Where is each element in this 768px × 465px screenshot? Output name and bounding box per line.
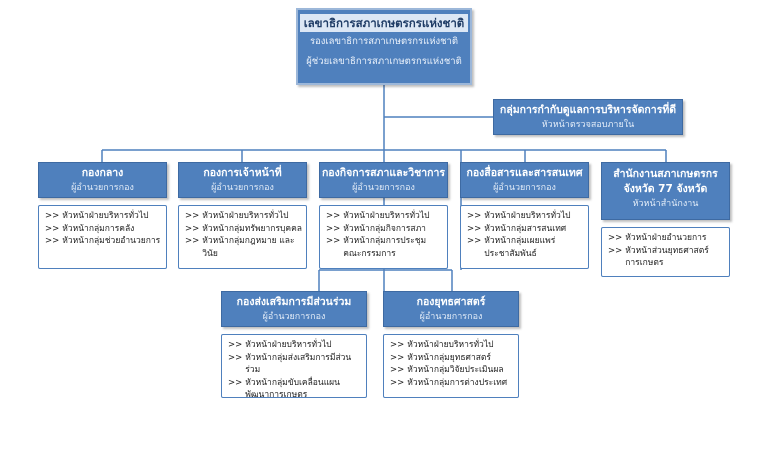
secretary-general-box: เลขาธิการสภาเกษตรกรแห่งชาติ รองเลขาธิการ… — [296, 8, 472, 85]
division-header-provincial-offices: สำนักงานสภาเกษตรกร จังหวัด 77 จังหวัด หั… — [601, 162, 730, 220]
division-subtitle: ผู้อำนวยการกอง — [352, 183, 415, 193]
list-item: >>หัวหน้ากลุ่มการคลัง — [45, 223, 135, 234]
list-item: >>หัวหน้ากลุ่มยุทธศาสตร์ — [390, 352, 491, 363]
division-list-strategy: >>หัวหน้าฝ่ายบริหารทั่วไป >>หัวหน้ากลุ่ม… — [383, 334, 519, 398]
division-title: กองกิจการสภาและวิชาการ — [321, 167, 446, 179]
division-list-participation: >>หัวหน้าฝ่ายบริหารทั่วไป >>หัวหน้ากลุ่ม… — [221, 334, 367, 400]
bullet-arrow: >> — [185, 236, 200, 246]
division-title: กองส่งเสริมการมีส่วนร่วม — [236, 296, 352, 308]
division-title: กองยุทธศาสตร์ — [416, 296, 486, 308]
division-list-general: >>หัวหน้าฝ่ายบริหารทั่วไป >>หัวหน้ากลุ่ม… — [38, 205, 167, 269]
list-item: >>หัวหน้ากลุ่มการประชุม คณะกรรมการ — [326, 236, 427, 259]
bullet-arrow: >> — [608, 245, 623, 256]
division-subtitle: ผู้อำนวยการกอง — [493, 183, 556, 193]
division-list-council-affairs: >>หัวหน้าฝ่ายบริหารทั่วไป >>หัวหน้ากลุ่ม… — [319, 205, 448, 269]
list-item: >>หัวหน้าฝ่ายบริหารทั่วไป — [228, 340, 332, 350]
division-subtitle: ผู้อำนวยการกอง — [262, 312, 326, 322]
audit-group-subtitle: หัวหน้าตรวจสอบภายใน — [541, 120, 635, 130]
list-item: >>หัวหน้าฝ่ายบริหารทั่วไป — [185, 211, 289, 221]
list-item: >>หัวหน้ากลุ่มวิจัยประเมินผล — [390, 365, 504, 375]
division-header-communication: กองสื่อสารและสารสนเทศ ผู้อำนวยการกอง — [460, 162, 589, 198]
audit-group-title: กลุ่มการกำกับดูแลการบริหารจัดการที่ดี — [499, 104, 677, 116]
bullet-arrow: >> — [608, 233, 623, 243]
division-list-communication: >>หัวหน้าฝ่ายบริหารทั่วไป >>หัวหน้ากลุ่ม… — [460, 205, 589, 269]
list-item: >>หัวหน้ากลุ่มสารสนเทศ — [467, 223, 567, 234]
bullet-arrow: >> — [467, 236, 482, 246]
list-item: >>หัวหน้าฝ่ายบริหารทั่วไป — [390, 340, 494, 350]
list-item: >>หัวหน้ากลุ่มขับเคลื่อนแผน พัฒนาการเกษต… — [228, 377, 340, 401]
bullet-arrow: >> — [228, 340, 243, 350]
list-item: >>หัวหน้ากลุ่มช่วยอำนวยการ — [45, 236, 161, 246]
division-title: กองกลาง — [81, 167, 124, 179]
bullet-arrow: >> — [326, 223, 341, 234]
bullet-arrow: >> — [326, 211, 341, 221]
audit-group-box: กลุ่มการกำกับดูแลการบริหารจัดการที่ดี หั… — [493, 99, 683, 135]
list-item: >>หัวหน้าฝ่ายบริหารทั่วไป — [45, 211, 149, 221]
bullet-arrow: >> — [467, 223, 482, 234]
bullet-arrow: >> — [45, 223, 60, 234]
division-subtitle: ผู้อำนวยการกอง — [71, 183, 134, 193]
division-list-personnel: >>หัวหน้าฝ่ายบริหารทั่วไป >>หัวหน้ากลุ่ม… — [178, 205, 307, 269]
bullet-arrow: >> — [390, 352, 405, 363]
bullet-arrow: >> — [185, 223, 200, 234]
division-subtitle: ผู้อำนวยการกอง — [211, 183, 274, 193]
bullet-arrow: >> — [390, 377, 405, 388]
division-title: กองสื่อสารและสารสนเทศ — [466, 167, 583, 179]
division-header-participation: กองส่งเสริมการมีส่วนร่วม ผู้อำนวยการกอง — [221, 291, 367, 327]
list-item: >>หัวหน้ากลุ่มทรัพยากรบุคคล — [185, 223, 302, 234]
division-title: กองการเจ้าหน้าที่ — [203, 167, 282, 179]
list-item: >>หัวหน้ากลุ่มส่งเสริมการมีส่วนร่วม — [228, 352, 352, 376]
division-header-strategy: กองยุทธศาสตร์ ผู้อำนวยการกอง — [383, 291, 519, 327]
division-title: สำนักงานสภาเกษตรกร จังหวัด 77 จังหวัด — [613, 168, 718, 195]
division-subtitle: ผู้อำนวยการกอง — [419, 312, 483, 322]
bullet-arrow: >> — [45, 236, 60, 246]
division-header-general: กองกลาง ผู้อำนวยการกอง — [38, 162, 167, 198]
secretary-general-title: เลขาธิการสภาเกษตรกรแห่งชาติ — [300, 14, 468, 32]
list-item: >>หัวหน้ากลุ่มกิจการสภา — [326, 223, 426, 234]
list-item: >>หัวหน้าฝ่ายอำนวยการ — [608, 233, 707, 243]
assistant-secretary-general: ผู้ช่วยเลขาธิการสภาเกษตรกรแห่งชาติ — [306, 56, 462, 67]
bullet-arrow: >> — [185, 211, 200, 221]
deputy-secretary-general: รองเลขาธิการสภาเกษตรกรแห่งชาติ — [309, 36, 459, 47]
bullet-arrow: >> — [228, 352, 243, 363]
division-subtitle: หัวหน้าสำนักงาน — [632, 199, 699, 209]
list-item: >>หัวหน้าฝ่ายบริหารทั่วไป — [467, 211, 571, 221]
bullet-arrow: >> — [228, 377, 243, 388]
list-item: >>หัวหน้าส่วนยุทธศาสตร์ การเกษตร — [608, 245, 709, 269]
bullet-arrow: >> — [390, 340, 405, 350]
division-list-provincial-offices: >>หัวหน้าฝ่ายอำนวยการ >>หัวหน้าส่วนยุทธศ… — [601, 227, 730, 277]
bullet-arrow: >> — [390, 365, 405, 375]
list-item: >>หัวหน้าฝ่ายบริหารทั่วไป — [326, 211, 430, 221]
division-header-personnel: กองการเจ้าหน้าที่ ผู้อำนวยการกอง — [178, 162, 307, 198]
bullet-arrow: >> — [467, 211, 482, 221]
list-item: >>หัวหน้ากลุ่มการต่างประเทศ — [390, 377, 508, 388]
list-item: >>หัวหน้ากลุ่มเผยแพร่ ประชาสัมพันธ์ — [467, 236, 556, 259]
bullet-arrow: >> — [326, 236, 341, 246]
division-header-council-affairs: กองกิจการสภาและวิชาการ ผู้อำนวยการกอง — [319, 162, 448, 198]
bullet-arrow: >> — [45, 211, 60, 221]
list-item: >>หัวหน้ากลุ่มกฎหมาย และวินัย — [185, 236, 295, 259]
